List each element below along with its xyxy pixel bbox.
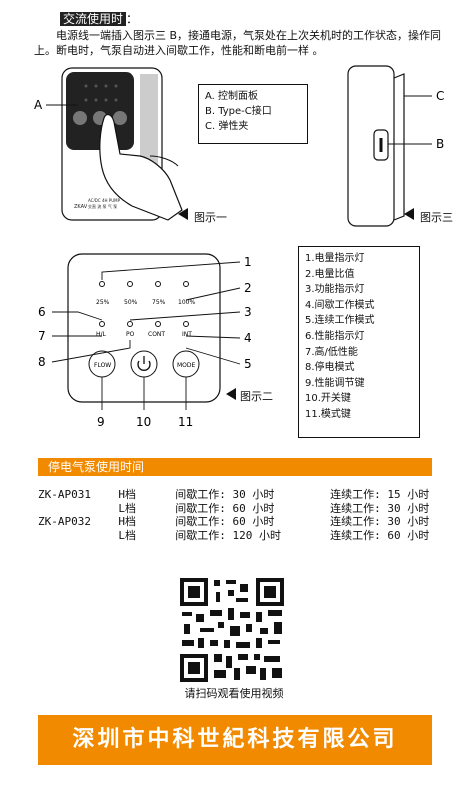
interval-cell: 间歇工作: 60 小时 — [175, 515, 275, 528]
interval-cell: 间歇工作: 30 小时 — [175, 488, 275, 501]
callout-1: 1 — [244, 255, 252, 269]
caption-arrow-icon — [178, 208, 188, 220]
gear-cell: L档 — [118, 501, 137, 515]
percent-label-75: 75% — [152, 299, 166, 306]
panel-button-left — [73, 111, 87, 125]
legend-item: C. 弹性夹 — [205, 121, 249, 132]
table-row: L档 间歇工作: 60 小时 连续工作: 30 小时 — [38, 502, 438, 516]
func-label-hl: H/L — [96, 331, 107, 338]
table-row: ZK-AP031 H档 间歇工作: 30 小时 连续工作: 15 小时 — [38, 488, 438, 502]
callout-6: 6 — [38, 305, 46, 319]
flow-button-label: FLOW — [94, 362, 111, 369]
gear-cell: H档 — [118, 488, 137, 501]
callout-8: 8 — [38, 355, 46, 369]
interval-cell: 间歇工作: 60 小时 — [175, 501, 275, 515]
figure-two-drawing: 25% 50% 75% 100% H/L PO CONT INT FLOW MO… — [38, 253, 252, 429]
continuous-cell: 连续工作: 30 小时 — [330, 515, 430, 528]
model-cell — [38, 502, 118, 516]
header-title: 交流使用时 — [60, 12, 127, 26]
continuous-cell: 连续工作: 60 小时 — [330, 528, 430, 542]
caption-figure-one: 图示一 — [194, 211, 227, 224]
legend-item: B. Type-C接口 — [205, 106, 272, 117]
legend-item: 8.停电模式 — [305, 362, 355, 374]
section-title-bar: 停电气泵使用时间 — [38, 458, 432, 476]
interval-cell: 间歇工作: 120 小时 — [175, 528, 281, 542]
legend-item: 7.高/低性能 — [305, 346, 358, 358]
legend-item: 9.性能调节键 — [305, 377, 365, 389]
figure-one-three-drawing: ZKAV AC/DC 4H PUMP 交直 流 泵 气 泵 A C B — [34, 65, 444, 227]
continuous-cell: 连续工作: 15 小时 — [330, 488, 430, 501]
legend-item: 6.性能指示灯 — [305, 330, 365, 342]
elastic-clip — [393, 73, 405, 221]
callout-7: 7 — [38, 329, 46, 343]
percent-label-50: 50% — [124, 299, 138, 306]
callout-2: 2 — [244, 281, 252, 295]
callout-a: A — [34, 98, 43, 112]
caption-arrow-icon — [404, 208, 414, 220]
battery-leds — [99, 281, 189, 327]
device-side-body — [347, 65, 395, 227]
mode-button-label: MODE — [177, 362, 196, 369]
legend-item: 4.间歇工作模式 — [305, 299, 375, 311]
percent-label-100: 100% — [178, 299, 195, 306]
callout-4: 4 — [244, 331, 252, 345]
callout-5: 5 — [244, 357, 252, 371]
intro-paragraph: 电源线一端插入图示三 B，接通电源，气泵处在上次关机时的工作状态，操作同上。断电… — [34, 29, 442, 57]
device-brand: ZKAV — [74, 204, 88, 210]
legend-item: 11.模式键 — [305, 408, 351, 420]
model-cell: ZK-AP031 — [38, 488, 91, 501]
finger-hand-icon — [99, 113, 183, 221]
continuous-cell: 连续工作: 30 小时 — [330, 501, 430, 515]
panel-button-right — [113, 111, 127, 125]
callout-10: 10 — [136, 415, 151, 429]
callout-3: 3 — [244, 305, 252, 319]
legend-item: 10.开关键 — [305, 393, 351, 405]
runtime-table: ZK-AP031 H档 间歇工作: 30 小时 连续工作: 15 小时 L档 间… — [38, 488, 438, 542]
gear-cell: H档 — [118, 515, 137, 528]
callout-c: C — [436, 89, 444, 103]
legend-item: 1.电量指示灯 — [305, 253, 365, 264]
model-cell: ZK-AP032 — [38, 515, 91, 528]
table-row: ZK-AP032 H档 间歇工作: 60 小时 连续工作: 30 小时 — [38, 515, 438, 529]
gear-cell: L档 — [118, 528, 137, 542]
leader-lines — [51, 261, 241, 410]
qr-code-icon — [180, 578, 284, 682]
percent-label-25: 25% — [96, 299, 110, 306]
power-icon — [137, 360, 151, 371]
panel-dots — [84, 84, 118, 102]
legend-figure-one: A. 控制面板 B. Type-C接口 C. 弹性夹 — [198, 84, 308, 144]
section-header: 交流使用时： — [60, 10, 138, 27]
callout-b: B — [436, 137, 444, 151]
caption-figure-two: 图示二 — [240, 390, 273, 403]
legend-item: 3.功能指示灯 — [305, 284, 365, 296]
func-label-cont: CONT — [148, 331, 165, 338]
qr-caption: 请扫码观看使用视频 — [184, 687, 284, 700]
company-footer: 深圳市中科世紀科技有限公司 — [38, 715, 432, 765]
legend-item: 5.连续工作模式 — [305, 315, 375, 327]
callout-11: 11 — [178, 415, 193, 429]
func-label-po: PO — [126, 331, 135, 338]
func-label-int: INT — [182, 331, 192, 338]
header-suffix: ： — [126, 12, 139, 26]
model-cell — [38, 529, 118, 543]
device-model: AC/DC 4H PUMP — [88, 198, 121, 203]
legend-item: A. 控制面板 — [205, 91, 259, 102]
callout-9: 9 — [97, 415, 105, 429]
caption-figure-three: 图示三 — [420, 211, 453, 224]
legend-item: 2.电量比值 — [305, 268, 355, 280]
table-row: L档 间歇工作: 120 小时 连续工作: 60 小时 — [38, 529, 438, 543]
device-model-cn: 交直 流 泵 气 泵 — [88, 203, 117, 209]
legend-figure-two: 1.电量指示灯 2.电量比值 3.功能指示灯 4.间歇工作模式 5.连续工作模式… — [298, 246, 420, 438]
caption-arrow-icon — [226, 388, 236, 400]
